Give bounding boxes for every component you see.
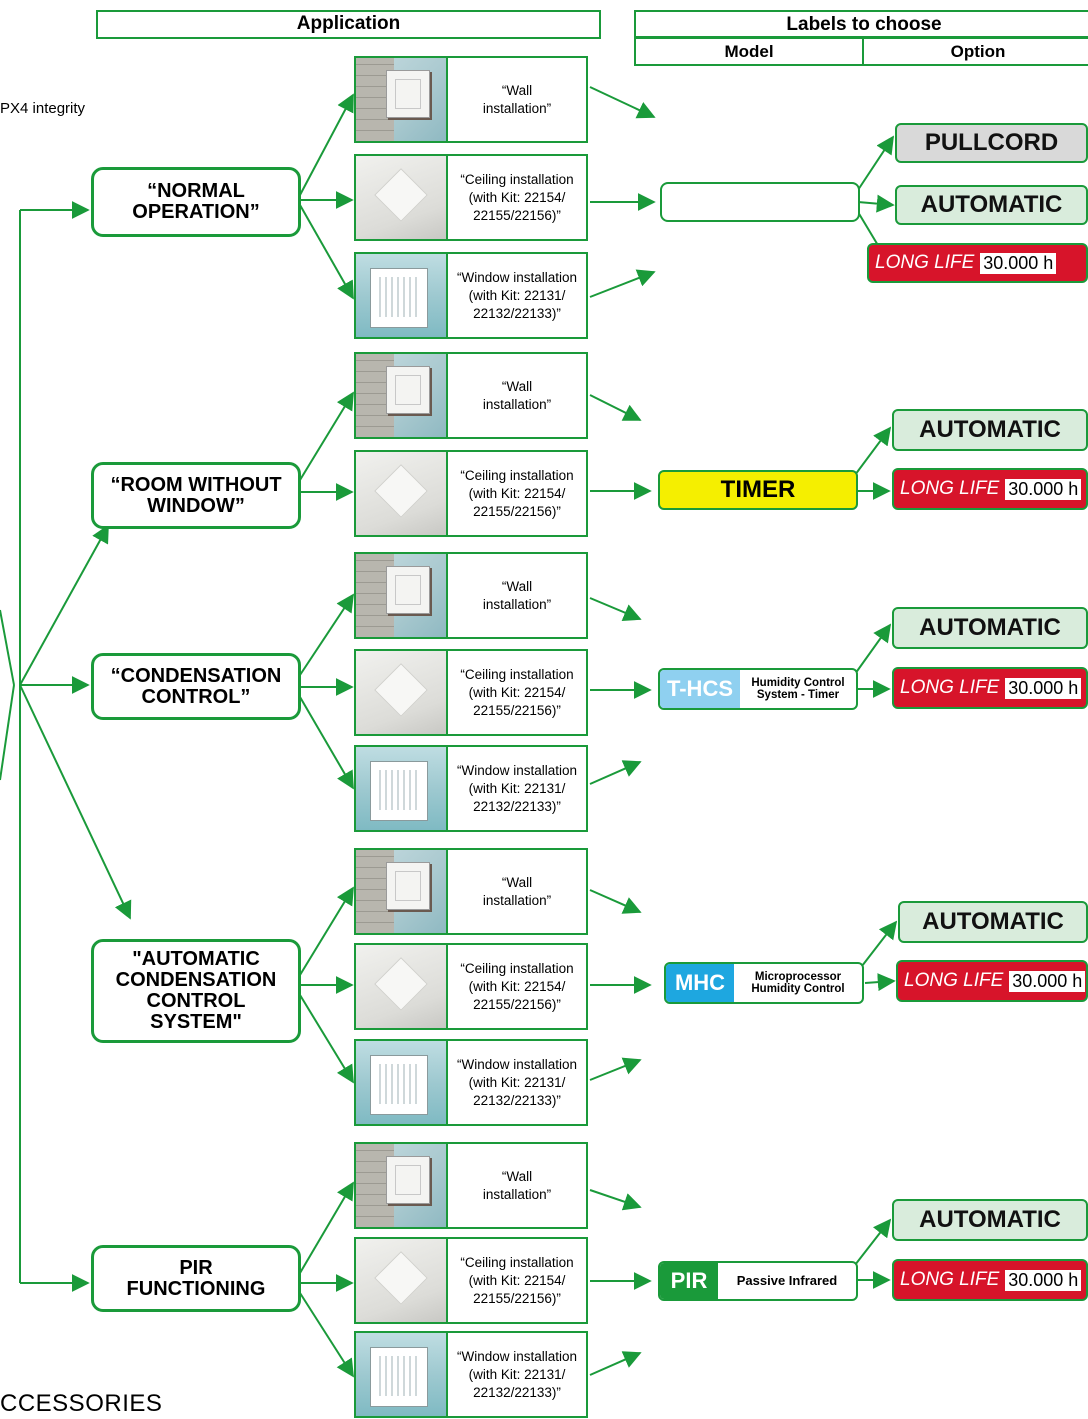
window-installation-image (356, 254, 448, 337)
pir-tag: PIR (660, 1263, 718, 1299)
option-automatic: AUTOMATIC (892, 409, 1088, 451)
installation-text: “Ceiling installation (with Kit: 22154/ … (460, 467, 574, 519)
installation-text: “Ceiling installation (with Kit: 22154/ … (460, 666, 574, 718)
side-note: PX4 integrity (0, 100, 86, 117)
installation-text: “Window installation (with Kit: 22131/ 2… (456, 1056, 578, 1108)
installation-window: “Window installation (with Kit: 22131/ 2… (354, 252, 588, 339)
installation-wall: “Wall installation” (354, 352, 588, 439)
window-installation-image (356, 1333, 448, 1416)
installation-text: “Wall installation” (482, 578, 552, 612)
option-automatic: AUTOMATIC (892, 1199, 1088, 1241)
installation-text: “Wall installation” (482, 874, 552, 908)
ceiling-installation-image (356, 156, 448, 239)
long-life-label: LONG LIFE (900, 478, 1000, 499)
hours-badge: 30.000 h (1005, 478, 1082, 500)
installation-text: “Ceiling installation (with Kit: 22154/ … (460, 960, 574, 1012)
wall-installation-image (356, 58, 448, 141)
wall-installation-image (356, 850, 448, 933)
long-life-label: LONG LIFE (904, 970, 1004, 991)
thcs-description: Humidity Control System - Timer (751, 677, 845, 701)
mhc-description: Microprocessor Humidity Control (751, 971, 845, 995)
option-automatic: AUTOMATIC (892, 607, 1088, 649)
installation-wall: “Wall installation” (354, 552, 588, 639)
installation-text: “Wall installation” (482, 82, 552, 116)
model-pir: PIR Passive Infrared (658, 1261, 858, 1301)
option-header: Option (862, 37, 1088, 66)
installation-text: “Ceiling installation (with Kit: 22154/ … (460, 1254, 574, 1306)
long-life-label: LONG LIFE (900, 1269, 1000, 1290)
pir-description: Passive Infrared (736, 1273, 838, 1288)
wall-installation-image (356, 1144, 448, 1227)
application-pir-functioning: PIR FUNCTIONING (91, 1245, 301, 1312)
hours-badge: 30.000 h (1005, 677, 1082, 699)
wall-installation-image (356, 354, 448, 437)
installation-window: “Window installation (with Kit: 22131/ 2… (354, 1039, 588, 1126)
installation-window: “Window installation (with Kit: 22131/ 2… (354, 745, 588, 832)
option-automatic: AUTOMATIC (898, 901, 1088, 943)
installation-wall: “Wall installation” (354, 56, 588, 143)
hours-badge: 30.000 h (1005, 1269, 1082, 1291)
ceiling-installation-image (356, 651, 448, 734)
wall-installation-image (356, 554, 448, 637)
hours-badge: 30.000 h (980, 252, 1057, 274)
option-automatic: AUTOMATIC (895, 185, 1088, 225)
installation-ceiling: “Ceiling installation (with Kit: 22154/ … (354, 1237, 588, 1324)
application-header: Application (96, 10, 601, 39)
labels-to-choose-header: Labels to choose (634, 10, 1088, 38)
installation-text: “Window installation (with Kit: 22131/ 2… (456, 1348, 578, 1400)
bottom-heading: CCESSORIES (0, 1390, 163, 1417)
application-normal-operation: “NORMAL OPERATION” (91, 167, 301, 237)
hours-badge: 30.000 h (1009, 970, 1086, 992)
model-timer: TIMER (658, 470, 858, 510)
installation-ceiling: “Ceiling installation (with Kit: 22154/ … (354, 154, 588, 241)
installation-text: “Wall installation” (482, 378, 552, 412)
ceiling-installation-image (356, 452, 448, 535)
installation-text: “Ceiling installation (with Kit: 22154/ … (460, 171, 574, 223)
thcs-tag: T-HCS (660, 670, 740, 708)
model-header: Model (634, 37, 864, 66)
long-life-label: LONG LIFE (900, 677, 1000, 698)
application-automatic-condensation-control-system: "AUTOMATIC CONDENSATION CONTROL SYSTEM" (91, 939, 301, 1043)
ceiling-installation-image (356, 945, 448, 1028)
installation-window: “Window installation (with Kit: 22131/ 2… (354, 1331, 588, 1418)
installation-ceiling: “Ceiling installation (with Kit: 22154/ … (354, 649, 588, 736)
application-room-without-window: “ROOM WITHOUT WINDOW” (91, 462, 301, 529)
model-none (660, 182, 860, 222)
long-life-label: LONG LIFE (875, 252, 975, 273)
installation-ceiling: “Ceiling installation (with Kit: 22154/ … (354, 943, 588, 1030)
installation-wall: “Wall installation” (354, 848, 588, 935)
window-installation-image (356, 747, 448, 830)
model-thcs: T-HCS Humidity Control System - Timer (658, 668, 858, 710)
installation-text: “Wall installation” (482, 1168, 552, 1202)
ceiling-installation-image (356, 1239, 448, 1322)
model-mhc: MHC Microprocessor Humidity Control (664, 962, 864, 1004)
installation-text: “Window installation (with Kit: 22131/ 2… (456, 269, 578, 321)
mhc-tag: MHC (666, 964, 734, 1002)
installation-text: “Window installation (with Kit: 22131/ 2… (456, 762, 578, 814)
installation-wall: “Wall installation” (354, 1142, 588, 1229)
window-installation-image (356, 1041, 448, 1124)
application-condensation-control: “CONDENSATION CONTROL” (91, 653, 301, 720)
installation-ceiling: “Ceiling installation (with Kit: 22154/ … (354, 450, 588, 537)
option-pullcord: PULLCORD (895, 123, 1088, 163)
